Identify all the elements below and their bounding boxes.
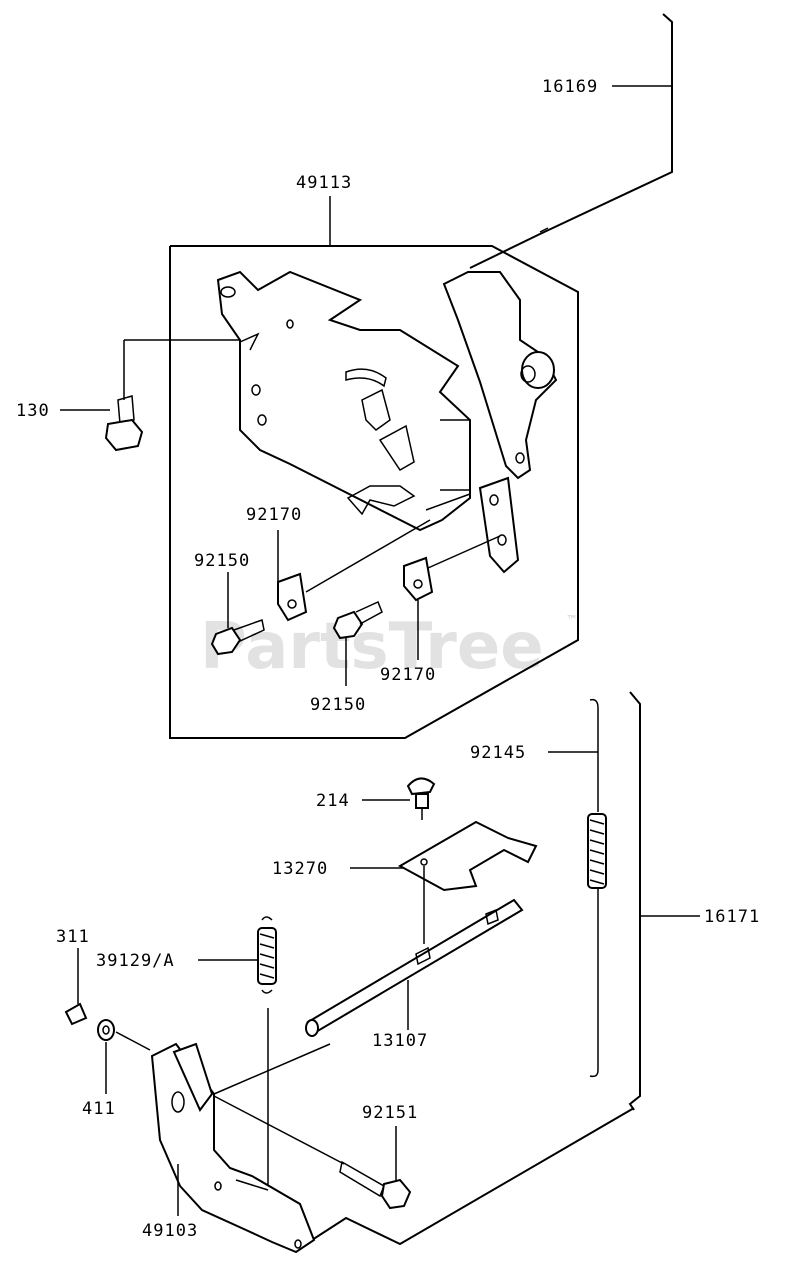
label-16171: 16171	[704, 907, 760, 927]
trademark: ™	[566, 613, 578, 627]
washer-411	[97, 1019, 151, 1094]
label-411: 411	[82, 1099, 116, 1119]
label-92150-middle: 92150	[310, 695, 366, 715]
clamp-92170-right	[403, 535, 501, 660]
bolt-92150-middle	[332, 600, 383, 686]
lever-49103	[150, 1042, 345, 1254]
label-39129A: 39129/A	[96, 951, 175, 971]
spring-39129A	[198, 916, 277, 1190]
label-130: 130	[16, 401, 50, 421]
label-92151: 92151	[362, 1103, 418, 1123]
watermark: PartsTree	[200, 610, 544, 684]
right-bracket	[442, 271, 558, 574]
bolt-92150-left	[210, 572, 265, 656]
label-92145: 92145	[470, 743, 526, 763]
clamp-92170-left	[277, 519, 431, 622]
nut-311	[64, 948, 88, 1026]
label-92150-left: 92150	[194, 551, 250, 571]
label-16169: 16169	[542, 77, 598, 97]
label-49103: 49103	[142, 1221, 198, 1241]
label-13270: 13270	[272, 859, 328, 879]
label-13107: 13107	[372, 1031, 428, 1051]
rod-16169	[469, 13, 673, 269]
bolt-130	[60, 339, 240, 452]
screw-214	[362, 777, 436, 820]
shaft-13107	[305, 898, 524, 1037]
rod-16171	[311, 691, 700, 1246]
plate-13270	[350, 820, 538, 944]
label-49113: 49113	[296, 173, 352, 193]
label-311: 311	[56, 927, 90, 947]
label-92170-right: 92170	[380, 665, 436, 685]
label-92170-left: 92170	[246, 505, 302, 525]
label-214: 214	[316, 791, 350, 811]
control-plate	[216, 270, 471, 532]
bolt-92151	[339, 1126, 412, 1210]
spring-92145	[548, 698, 607, 1078]
assembly-box-49113	[169, 245, 579, 739]
